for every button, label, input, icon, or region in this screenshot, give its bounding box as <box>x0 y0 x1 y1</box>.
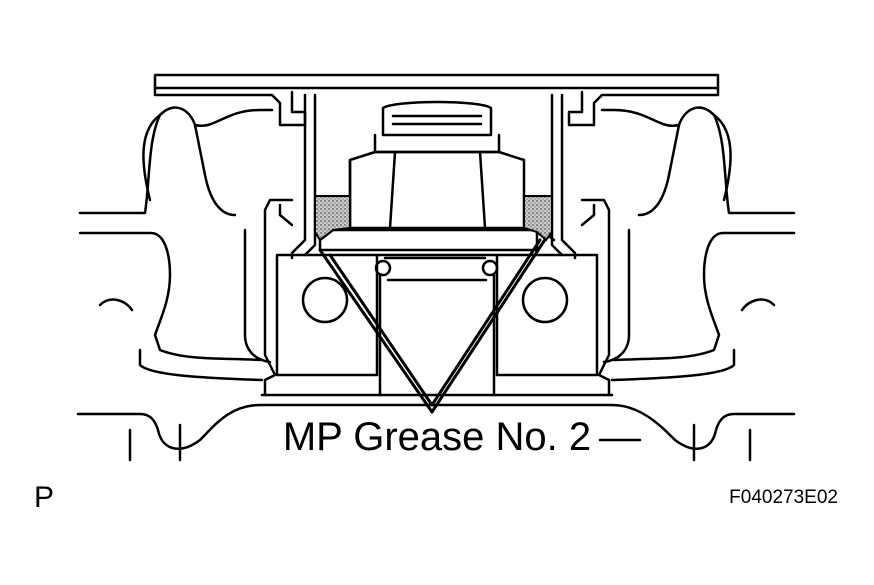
callout-label: MP Grease No. 2 <box>0 415 874 460</box>
washer <box>318 228 556 252</box>
lower-body <box>76 403 796 462</box>
top-plate <box>153 73 720 127</box>
callout-lines <box>318 233 550 414</box>
left-housing-curve <box>243 198 294 397</box>
housing-walls <box>290 93 577 260</box>
callout-text: MP Grease No. 2 <box>276 415 598 459</box>
grease-area-right <box>523 195 553 242</box>
nut-and-stud <box>348 100 526 230</box>
right-housing-curve <box>580 198 631 397</box>
bearing-races <box>275 253 599 377</box>
figure-code: F040273E02 <box>729 487 838 508</box>
left-rubber-mount <box>78 106 274 382</box>
bearing-balls <box>301 259 569 324</box>
right-rubber-mount <box>600 106 796 382</box>
grease-area-left <box>314 195 351 242</box>
grease-areas <box>314 195 553 242</box>
lower-sleeve <box>260 273 614 397</box>
corner-mark: P <box>34 481 55 514</box>
